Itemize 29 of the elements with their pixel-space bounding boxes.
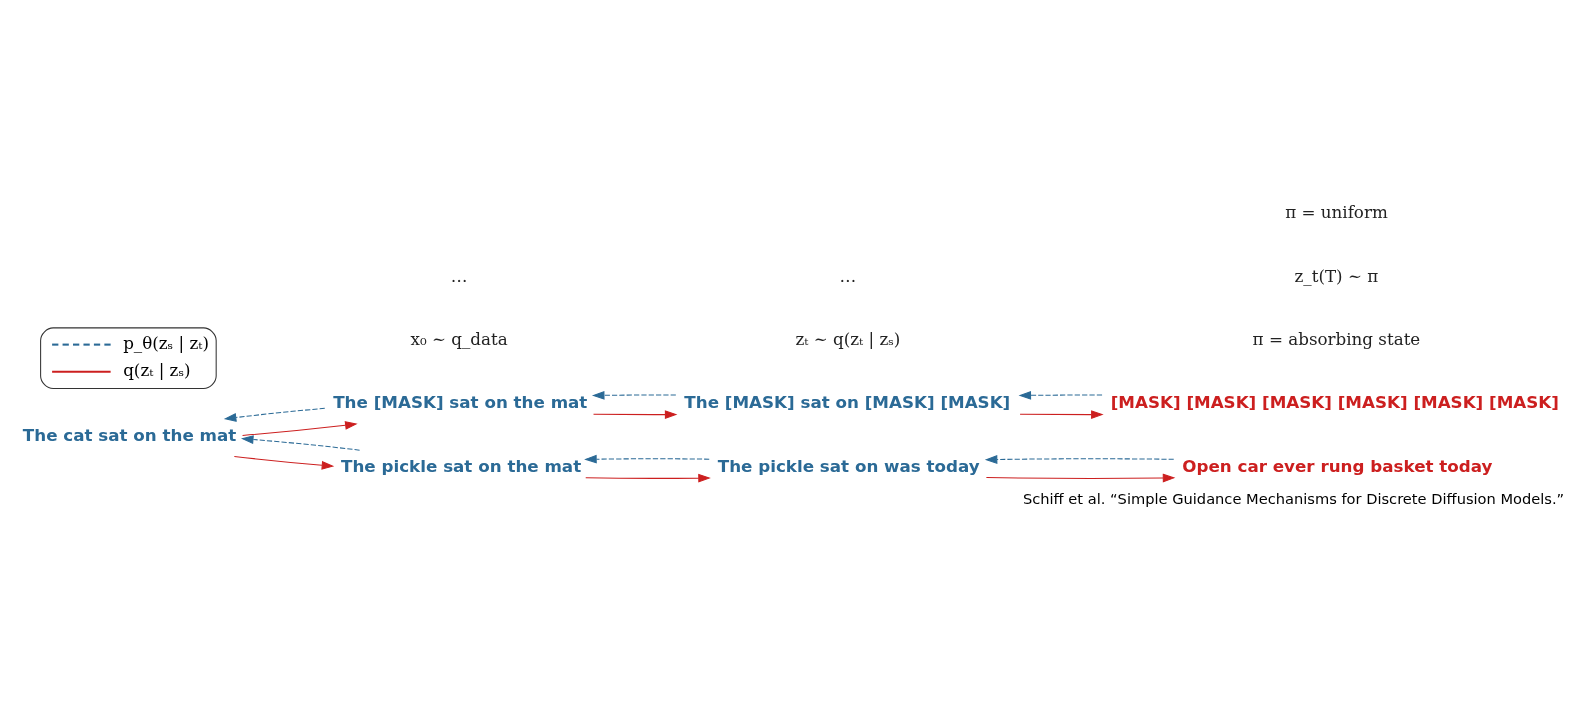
arrow [1019, 410, 1104, 420]
arrow [1018, 390, 1103, 400]
node-text: The [MASK] sat on [MASK] [MASK] [684, 392, 1011, 413]
label: π = absorbing state [1252, 329, 1421, 350]
legend-label: p_θ(zₛ | zₜ) [123, 332, 209, 353]
label: x₀ ∼ q_data [410, 329, 508, 350]
arrow [240, 435, 361, 451]
node-text: The cat sat on the mat [22, 424, 237, 445]
caption: Schiff et al. “Simple Guidance Mechanisms for Discrete Diffusion Models.” [1022, 489, 1565, 507]
arrow [593, 410, 678, 419]
node-text: [MASK] [MASK] [MASK] [MASK] [MASK] [MASK] [1110, 392, 1559, 413]
arrow [985, 473, 1176, 483]
node-text: The [MASK] sat on the mat [333, 392, 588, 413]
node-text: The pickle sat on the mat [341, 455, 582, 476]
label: π = uniform [1285, 201, 1388, 222]
node-text: Open car ever rung basket today [1182, 455, 1493, 476]
arrow [591, 390, 677, 400]
arrow [585, 473, 711, 483]
arrow [242, 420, 358, 436]
arrow [984, 455, 1175, 464]
label: zₜ ∼ q(zₜ | zₛ) [795, 329, 901, 350]
legend-label: q(zₜ | zₛ) [123, 359, 191, 380]
node-text: The pickle sat on was today [717, 455, 980, 476]
label: … [450, 265, 468, 286]
arrow [233, 455, 335, 470]
arrow [223, 407, 326, 422]
arrow [584, 454, 710, 464]
label: … [839, 265, 857, 286]
label: z_t(T) ∼ π [1294, 265, 1379, 286]
